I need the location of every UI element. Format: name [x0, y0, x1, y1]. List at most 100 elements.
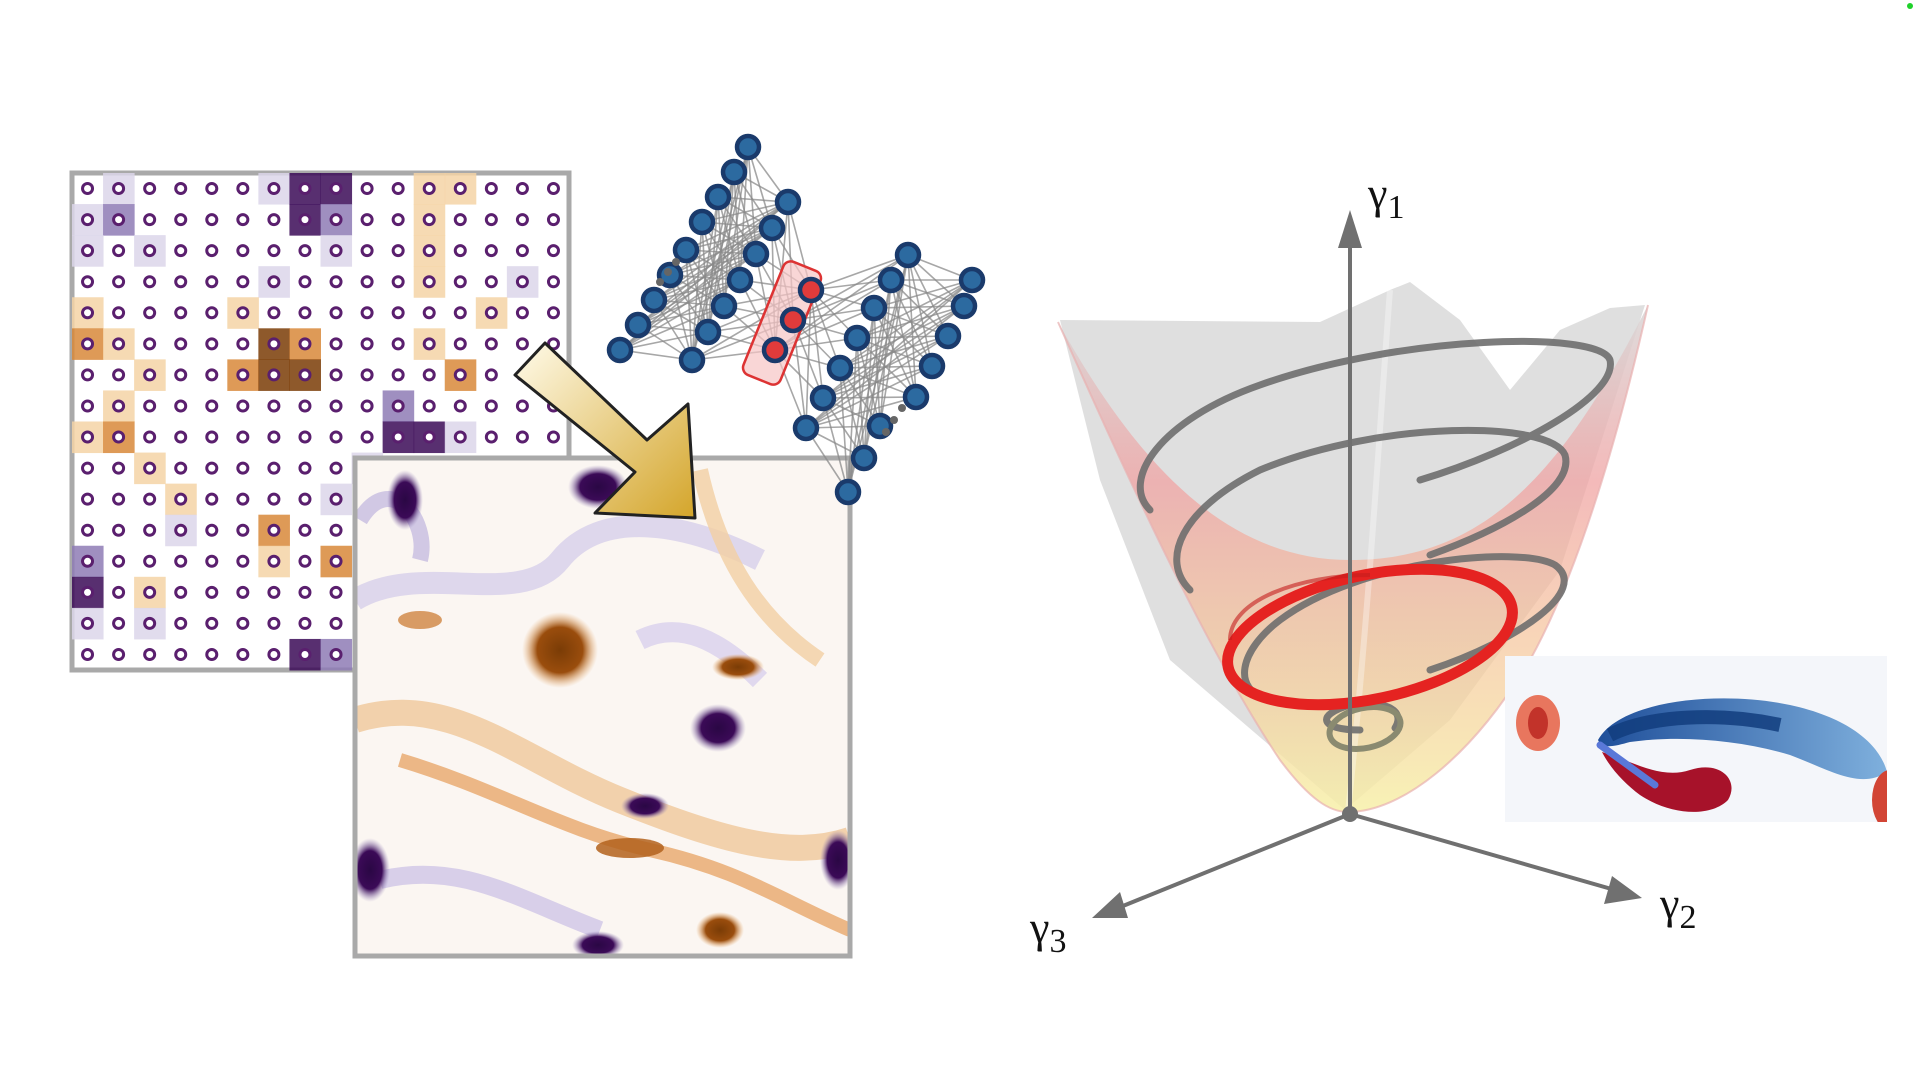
sensor-point	[298, 244, 312, 258]
sensor-point	[205, 368, 219, 382]
sensor-point	[422, 399, 436, 413]
sensor-point	[174, 306, 188, 320]
network-nodes	[606, 133, 986, 506]
sensor-point	[174, 368, 188, 382]
network-edge	[907, 254, 933, 367]
sensor-point	[81, 492, 95, 506]
sensor-point	[112, 213, 126, 227]
sensor-point	[298, 337, 312, 351]
sensor-point	[360, 275, 374, 289]
flow-vortex-purple	[572, 931, 624, 956]
sensor-point	[422, 337, 436, 351]
sensor-point	[236, 430, 250, 444]
sensor-point	[298, 585, 312, 599]
sensor-point	[174, 647, 188, 661]
sensor-point	[391, 244, 405, 258]
sensor-point	[236, 616, 250, 630]
sensor-point	[236, 213, 250, 227]
sensor-point	[298, 647, 312, 661]
axis-label-gamma3: γ3	[1029, 903, 1066, 960]
reconstructed-flow-field	[352, 455, 853, 959]
sensor-point	[236, 306, 250, 320]
sensor-point	[174, 585, 188, 599]
sensor-point	[205, 337, 219, 351]
sensor-point	[422, 244, 436, 258]
sensor-point	[174, 616, 188, 630]
network-node	[672, 236, 700, 264]
sensor-point	[391, 306, 405, 320]
network-node	[902, 383, 930, 411]
sensor-point	[267, 368, 281, 382]
sensor-point	[174, 554, 188, 568]
sensor-point	[329, 430, 343, 444]
network-edge	[822, 397, 849, 493]
network-node	[792, 414, 820, 442]
latent-node	[797, 276, 825, 304]
sensor-point	[329, 182, 343, 196]
network-node	[678, 346, 706, 374]
sensor-point	[329, 523, 343, 537]
sensor-point	[112, 461, 126, 475]
sensor-point	[329, 554, 343, 568]
sensor-point	[546, 182, 560, 196]
sensor-point	[329, 461, 343, 475]
network-node	[934, 322, 962, 350]
sensor-point	[112, 244, 126, 258]
sensor-point	[391, 399, 405, 413]
sensor-point	[174, 244, 188, 258]
network-edge	[810, 289, 841, 369]
network-edge	[792, 279, 892, 321]
sensor-point	[81, 337, 95, 351]
sensor-point	[205, 554, 219, 568]
network-edge	[879, 279, 892, 427]
sensor-point	[391, 213, 405, 227]
sensor-point	[112, 337, 126, 351]
sensor-point	[174, 461, 188, 475]
sensor-point	[484, 182, 498, 196]
neural-network	[606, 133, 986, 506]
network-edge	[723, 171, 735, 307]
sensor-point	[515, 430, 529, 444]
network-edge	[805, 289, 812, 429]
sensor-point	[112, 399, 126, 413]
network-node	[726, 266, 754, 294]
network-edge	[810, 279, 892, 291]
sensor-point	[143, 492, 157, 506]
sensor-point	[205, 523, 219, 537]
axis-origin	[1342, 806, 1358, 822]
sensor-point	[143, 430, 157, 444]
sensor-point	[267, 306, 281, 320]
sensor-point	[484, 430, 498, 444]
sensor-point	[298, 182, 312, 196]
flow-vortex-purple	[387, 470, 423, 530]
sensor-grid-points	[81, 182, 560, 661]
sensor-point	[267, 244, 281, 258]
flow-vortex-purple	[820, 830, 850, 890]
sensor-point	[546, 306, 560, 320]
sensor-point	[143, 616, 157, 630]
sensor-point	[484, 213, 498, 227]
sensor-point	[143, 275, 157, 289]
ellipsis-dots	[656, 258, 906, 436]
sensor-point	[546, 430, 560, 444]
sensor-point	[174, 399, 188, 413]
sensor-point	[112, 368, 126, 382]
sensor-point	[267, 430, 281, 444]
sensor-point	[205, 275, 219, 289]
sensor-point	[112, 275, 126, 289]
sensor-point	[205, 492, 219, 506]
sensor-point	[112, 306, 126, 320]
flow-vortex-orange	[596, 838, 664, 858]
sensor-point	[515, 275, 529, 289]
network-edge	[747, 146, 757, 255]
axis-label-gamma2: γ2	[1659, 879, 1696, 936]
flow-vortex-orange	[398, 611, 442, 629]
sensor-point	[236, 461, 250, 475]
sensor-point	[205, 430, 219, 444]
sensor-point	[174, 430, 188, 444]
sensor-point	[360, 182, 374, 196]
sensor-point	[360, 430, 374, 444]
sensor-point	[391, 275, 405, 289]
sensor-point	[453, 368, 467, 382]
